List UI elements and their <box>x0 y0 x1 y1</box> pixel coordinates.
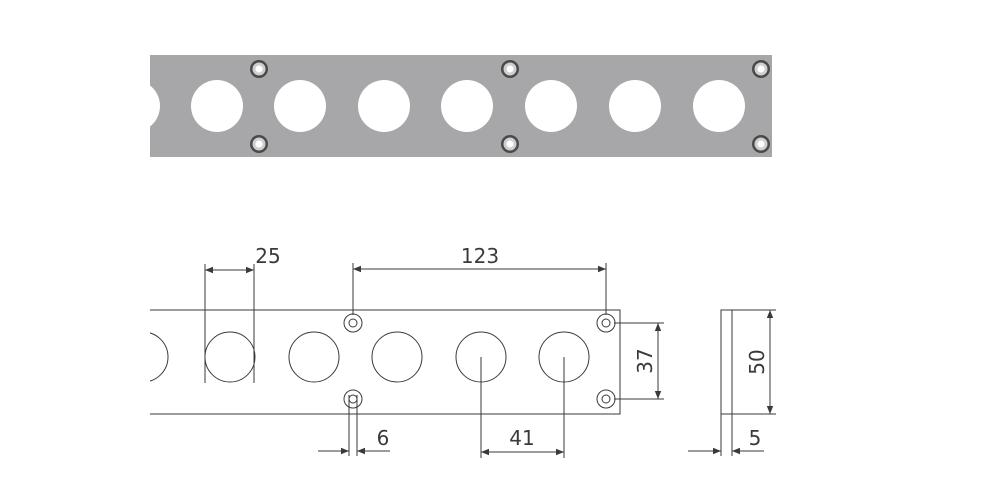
mount-hole <box>343 389 363 409</box>
large-hole <box>288 331 340 383</box>
dimension-plate-height: 50 <box>732 309 776 415</box>
large-hole <box>371 331 423 383</box>
side-view: 50 5 <box>688 309 776 456</box>
large-hole <box>609 80 661 132</box>
large-hole <box>204 331 256 383</box>
large-hole <box>358 80 410 132</box>
mount-spacing-label: 123 <box>461 244 499 268</box>
plate-render <box>150 55 772 157</box>
side-view-outline <box>720 309 733 415</box>
mount-hole <box>501 60 519 78</box>
dimension-hole-pitch: 41 <box>480 357 565 458</box>
large-hole <box>525 80 577 132</box>
plate-height-label: 50 <box>745 349 769 374</box>
dimension-thickness: 5 <box>688 414 764 456</box>
mount-hole <box>343 313 363 333</box>
mount-hole <box>596 389 616 409</box>
mount-hole <box>501 135 519 153</box>
mount-hole <box>250 60 268 78</box>
mount-hole <box>752 135 770 153</box>
front-view-outline <box>150 309 621 415</box>
mount-hole-label: 6 <box>377 426 390 450</box>
mount-hole <box>250 135 268 153</box>
dimension-mount-hole: 6 <box>318 395 390 456</box>
front-view: 25 123 37 6 41 <box>150 244 664 458</box>
mount-hole <box>596 313 616 333</box>
mount-hole <box>752 60 770 78</box>
large-hole <box>693 80 745 132</box>
hole-pitch-label: 41 <box>509 426 534 450</box>
dimension-mount-height: 37 <box>614 322 664 400</box>
dimension-hole-diameter: 25 <box>204 244 281 383</box>
large-hole <box>191 80 243 132</box>
hole-diameter-label: 25 <box>255 244 280 268</box>
front-view-large-holes <box>150 331 590 383</box>
large-hole <box>441 80 493 132</box>
dimension-mount-spacing: 123 <box>352 244 607 315</box>
mount-height-label: 37 <box>633 348 657 373</box>
large-hole <box>274 80 326 132</box>
large-hole <box>150 85 160 127</box>
plate-mount-holes <box>250 60 770 153</box>
plate-large-holes <box>150 80 745 132</box>
thickness-label: 5 <box>749 426 762 450</box>
front-view-mount-holes <box>343 313 616 409</box>
large-hole <box>150 332 169 382</box>
